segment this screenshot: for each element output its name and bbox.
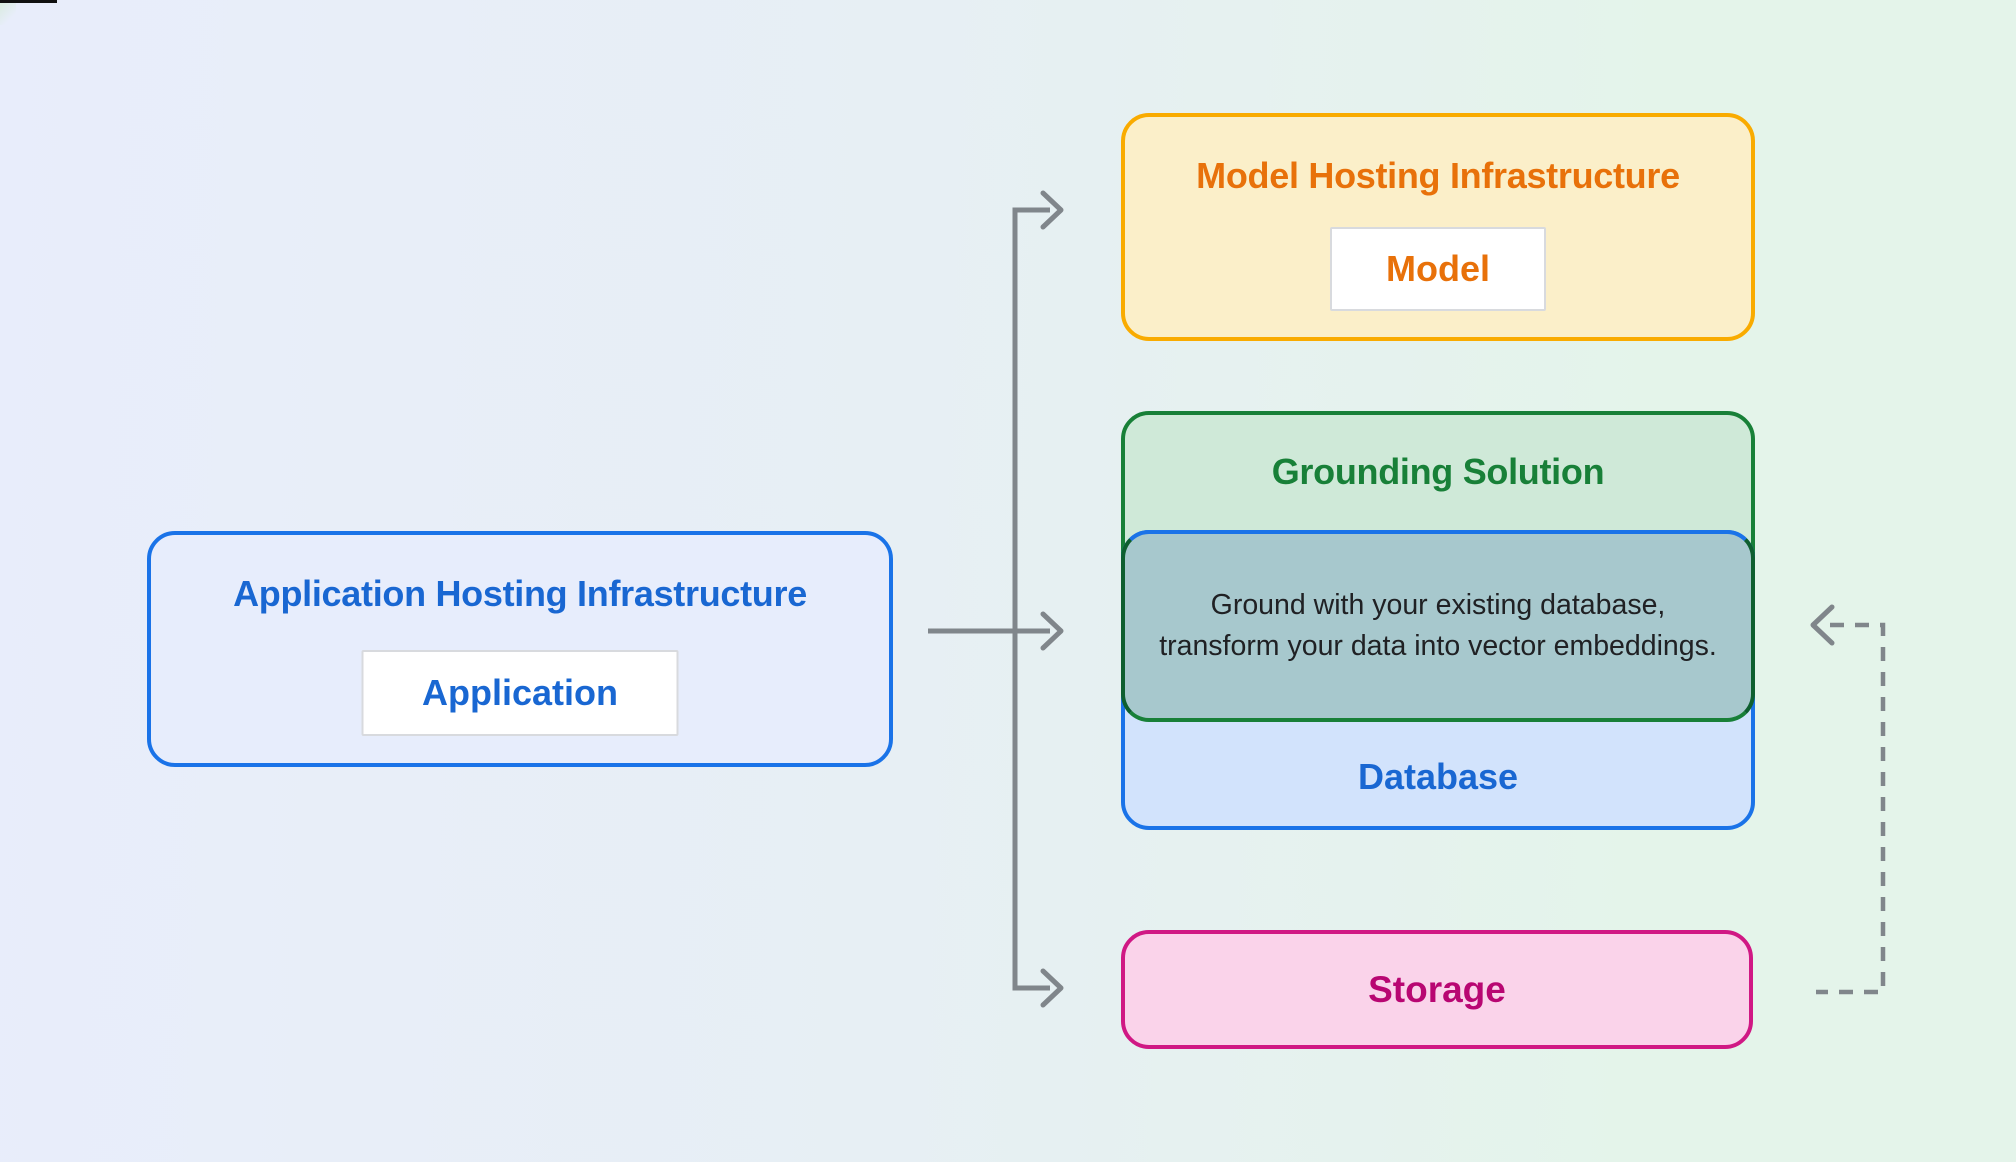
application-hosting-box: Application Hosting Infrastructure Appli… — [147, 531, 893, 767]
storage-box: Storage — [1121, 930, 1753, 1049]
application-hosting-title: Application Hosting Infrastructure — [233, 573, 807, 614]
arrowhead-to-storage-icon — [1040, 968, 1064, 1008]
application-chip: Application — [361, 650, 679, 736]
grounding-solution-title: Grounding Solution — [1271, 451, 1605, 492]
model-hosting-box: Model Hosting Infrastructure Model — [1121, 113, 1755, 341]
database-label: Database — [1357, 756, 1519, 797]
storage-label: Storage — [1368, 968, 1506, 1010]
screenshot-corner-artifact — [0, 0, 57, 3]
model-hosting-title: Model Hosting Infrastructure — [1196, 155, 1680, 196]
arrowhead-to-grounding-icon — [1040, 611, 1064, 651]
screenshot-corner-sliver — [0, 3, 16, 25]
model-chip: Model — [1330, 227, 1546, 311]
grounding-description: Ground with your existing database, tran… — [1159, 588, 1717, 662]
feedback-arrowhead-icon — [1810, 604, 1835, 646]
grounding-database-overlap-panel: Ground with your existing database, tran… — [1121, 530, 1755, 722]
model-chip-label: Model — [1386, 248, 1490, 289]
application-chip-label: Application — [422, 672, 618, 713]
feedback-dashed-line — [1816, 622, 1886, 995]
arrowhead-to-model-icon — [1040, 190, 1064, 230]
flow-trunk-line — [1012, 207, 1050, 991]
